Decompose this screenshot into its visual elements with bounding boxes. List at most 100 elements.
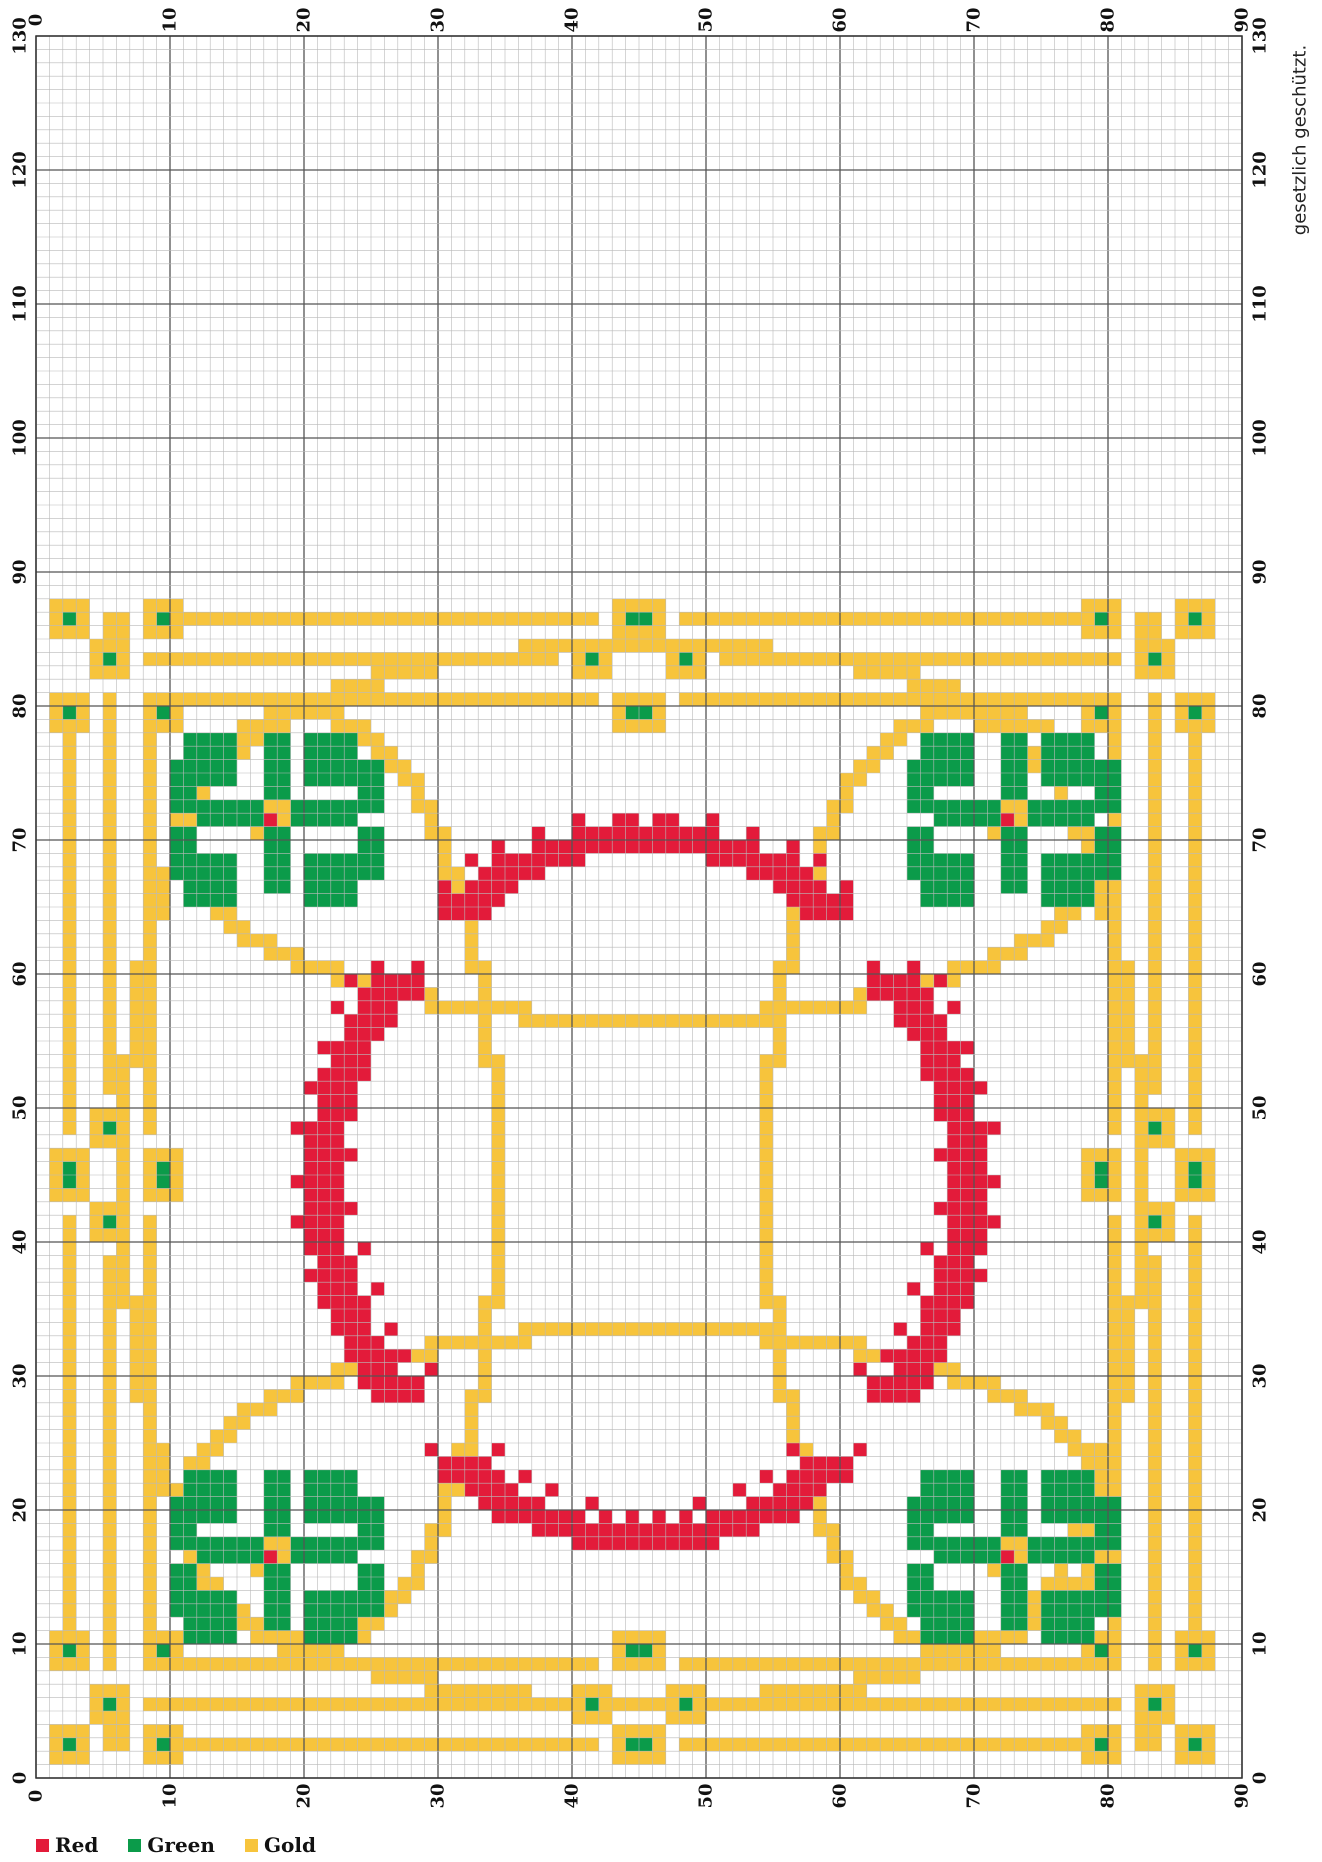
gold-stitch <box>706 1738 719 1751</box>
gold-stitch <box>371 1698 384 1711</box>
gold-stitch <box>76 599 89 612</box>
red-stitch <box>358 1041 371 1054</box>
red-stitch <box>317 1068 330 1081</box>
green-stitch <box>1014 1590 1027 1603</box>
gold-stitch <box>706 1698 719 1711</box>
gold-stitch <box>103 733 116 746</box>
gold-stitch <box>291 652 304 665</box>
gold-stitch <box>612 599 625 612</box>
gold-stitch <box>1175 1148 1188 1161</box>
gold-stitch <box>545 693 558 706</box>
gold-stitch <box>465 1389 478 1402</box>
red-stitch <box>920 1014 933 1027</box>
green-stitch <box>1068 1604 1081 1617</box>
gold-stitch <box>934 1644 947 1657</box>
green-stitch <box>264 1564 277 1577</box>
green-stitch <box>907 1523 920 1536</box>
gold-stitch <box>116 1269 129 1282</box>
gold-stitch <box>1014 1389 1027 1402</box>
gold-stitch <box>1175 1738 1188 1751</box>
gold-stitch <box>853 987 866 1000</box>
green-stitch <box>331 1550 344 1563</box>
red-stitch <box>317 1202 330 1215</box>
green-stitch <box>170 1537 183 1550</box>
gold-stitch <box>1108 706 1121 719</box>
gold-stitch <box>1148 706 1161 719</box>
gold-stitch <box>1188 853 1201 866</box>
gold-stitch <box>103 626 116 639</box>
red-stitch <box>585 827 598 840</box>
green-stitch <box>237 800 250 813</box>
red-stitch <box>304 1229 317 1242</box>
gold-stitch <box>492 1001 505 1014</box>
gold-stitch <box>1188 1081 1201 1094</box>
green-stitch <box>183 1564 196 1577</box>
green-stitch <box>183 853 196 866</box>
green-stitch <box>907 867 920 880</box>
gold-stitch <box>572 1698 585 1711</box>
gold-stitch <box>1041 612 1054 625</box>
green-stitch <box>626 1738 639 1751</box>
red-stitch <box>773 867 786 880</box>
gold-stitch <box>1081 1577 1094 1590</box>
green-stitch <box>1041 733 1054 746</box>
gold-stitch <box>974 1644 987 1657</box>
gold-stitch <box>291 961 304 974</box>
red-stitch <box>974 1081 987 1094</box>
green-stitch <box>1095 612 1108 625</box>
green-stitch <box>317 1590 330 1603</box>
red-stitch <box>384 1363 397 1376</box>
gold-stitch <box>1014 934 1027 947</box>
gold-stitch <box>331 1657 344 1670</box>
y-tick-label-left: 80 <box>10 693 31 718</box>
gold-stitch <box>773 1309 786 1322</box>
gold-stitch <box>197 652 210 665</box>
green-stitch <box>103 652 116 665</box>
gold-stitch <box>827 693 840 706</box>
green-stitch <box>974 800 987 813</box>
gold-stitch <box>880 746 893 759</box>
gold-stitch <box>532 1657 545 1670</box>
green-stitch <box>1068 1590 1081 1603</box>
gold-stitch <box>103 760 116 773</box>
red-stitch <box>331 1255 344 1268</box>
green-stitch <box>317 1497 330 1510</box>
gold-stitch <box>1028 760 1041 773</box>
gold-stitch <box>210 1738 223 1751</box>
red-stitch <box>532 1497 545 1510</box>
green-stitch <box>224 1470 237 1483</box>
red-stitch <box>693 827 706 840</box>
gold-stitch <box>143 1590 156 1603</box>
gold-stitch <box>760 1269 773 1282</box>
gold-stitch <box>478 1657 491 1670</box>
gold-stitch <box>934 612 947 625</box>
red-stitch <box>371 1028 384 1041</box>
gold-stitch <box>599 1698 612 1711</box>
green-stitch <box>907 760 920 773</box>
gold-stitch <box>63 1349 76 1362</box>
green-stitch <box>1014 1497 1027 1510</box>
red-stitch <box>773 1483 786 1496</box>
gold-stitch <box>103 840 116 853</box>
gold-stitch <box>76 1162 89 1175</box>
gold-stitch <box>384 1698 397 1711</box>
gold-stitch <box>773 1028 786 1041</box>
green-stitch <box>103 1215 116 1228</box>
red-stitch <box>572 1523 585 1536</box>
green-stitch <box>317 1550 330 1563</box>
gold-stitch <box>63 1537 76 1550</box>
gold-stitch <box>116 1215 129 1228</box>
gold-stitch <box>63 719 76 732</box>
green-stitch <box>344 813 357 826</box>
green-stitch <box>170 840 183 853</box>
green-stitch <box>1068 1537 1081 1550</box>
gold-stitch <box>63 773 76 786</box>
red-stitch <box>907 1336 920 1349</box>
gold-stitch <box>612 1014 625 1027</box>
red-stitch <box>947 1255 960 1268</box>
gold-stitch <box>639 626 652 639</box>
gold-stitch <box>572 652 585 665</box>
red-swatch <box>36 1839 49 1852</box>
gold-stitch <box>63 1564 76 1577</box>
gold-stitch <box>1188 1041 1201 1054</box>
